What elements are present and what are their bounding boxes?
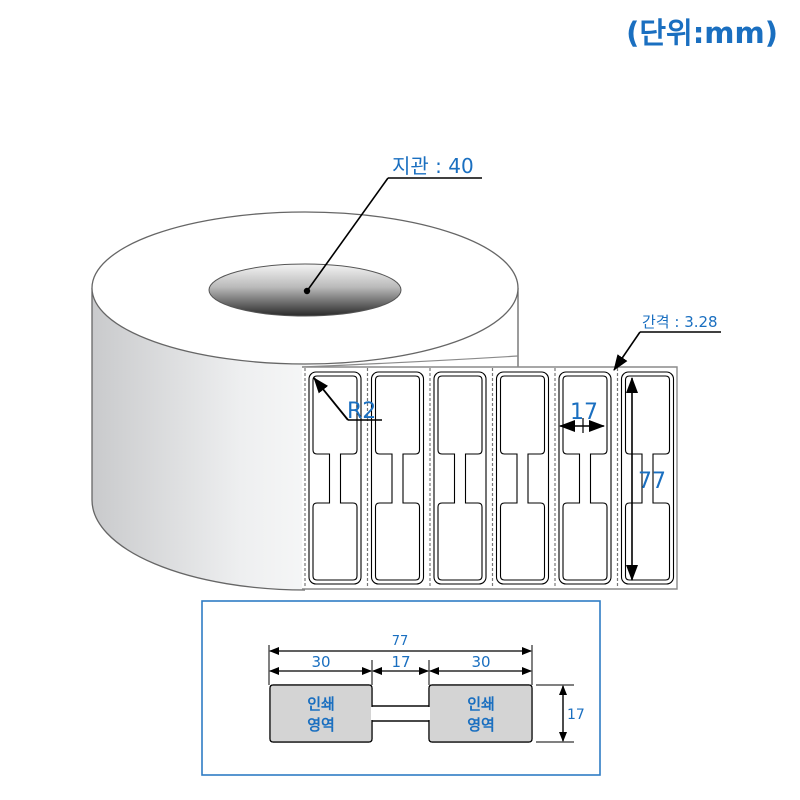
print-area-left-line1: 인쇄	[307, 695, 335, 713]
gap-callout: 간격 : 3.28	[613, 313, 721, 371]
length-callout: 77	[626, 377, 666, 581]
total-length-label: 77	[392, 634, 409, 649]
detail-panel: 77 30 17 30 인쇄 영역 인쇄 영역 17	[201, 600, 601, 776]
length-label: 77	[638, 469, 666, 494]
unit-label: (단위:mm)	[626, 16, 778, 50]
liner-wrap	[301, 355, 519, 368]
radius-callout: R2	[313, 377, 382, 424]
width-callout: 17	[559, 400, 605, 433]
right-width-label: 30	[471, 653, 490, 671]
label-die-cut	[312, 375, 358, 581]
height-label: 17	[567, 707, 585, 723]
gap-label: 간격 : 3.28	[642, 313, 718, 331]
radius-label: R2	[347, 399, 376, 424]
core-callout: 지관 : 40	[303, 154, 482, 295]
label	[370, 371, 425, 585]
label	[495, 371, 550, 585]
width-label: 17	[570, 400, 598, 425]
print-area-right-line2: 영역	[467, 716, 495, 734]
label-die-cut	[437, 375, 483, 581]
label	[433, 371, 487, 585]
left-width-label: 30	[311, 653, 330, 671]
label	[308, 371, 362, 585]
core-label: 지관 : 40	[392, 154, 474, 178]
label-strip	[301, 355, 678, 590]
label-die-cut	[374, 375, 421, 581]
print-area-right-line1: 인쇄	[467, 695, 495, 713]
roll-side-outline	[91, 288, 306, 591]
label-die-cut	[499, 375, 546, 581]
print-area-left-line2: 영역	[307, 716, 335, 734]
middle-width-label: 17	[391, 653, 410, 671]
